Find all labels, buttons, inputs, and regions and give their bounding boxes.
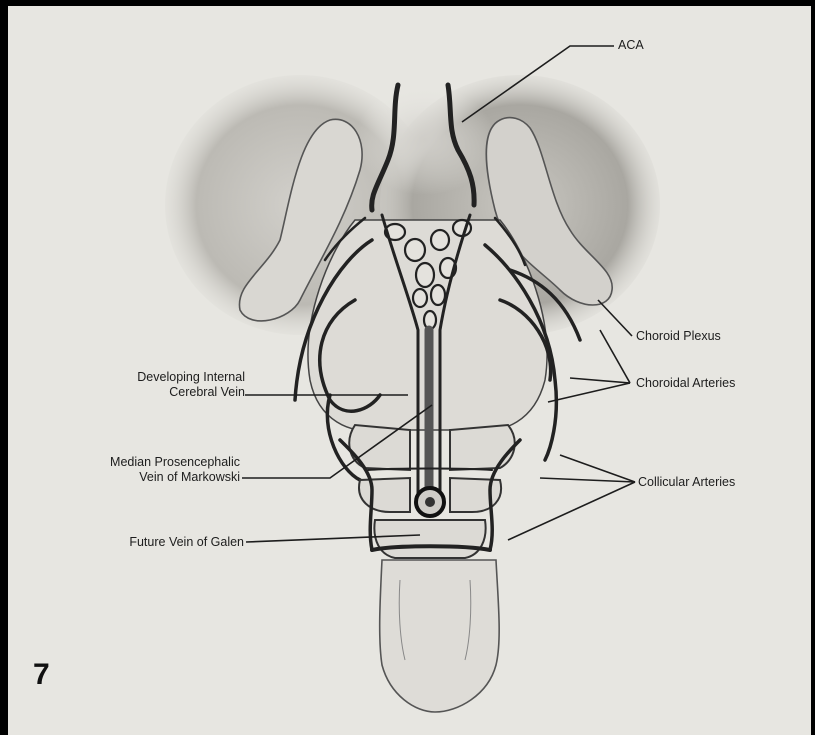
- label-median-prosencephalic-vein: Median Prosencephalic Vein of Markowski: [30, 455, 240, 485]
- leader-choroid-plexus: [598, 300, 632, 336]
- figure-number: 7: [33, 658, 50, 692]
- label-line: Cerebral Vein: [70, 385, 245, 400]
- label-line: Vein of Markowski: [30, 470, 240, 485]
- label-collicular-arteries: Collicular Arteries: [638, 475, 735, 490]
- label-choroidal-arteries: Choroidal Arteries: [636, 376, 735, 391]
- leader-collicular-2: [540, 478, 635, 482]
- label-developing-internal-cerebral-vein: Developing Internal Cerebral Vein: [70, 370, 245, 400]
- leader-choroidal-2: [548, 383, 630, 402]
- leader-collicular-1: [560, 455, 635, 482]
- leader-collicular-3: [508, 482, 635, 540]
- label-line: Developing Internal: [70, 370, 245, 385]
- vein-of-galen: [416, 488, 444, 516]
- brainstem: [380, 560, 499, 712]
- label-aca: ACA: [618, 38, 644, 53]
- leader-choroidal-3: [600, 330, 630, 383]
- label-future-vein-of-galen: Future Vein of Galen: [40, 535, 244, 550]
- frontal-shading: [355, 85, 495, 195]
- label-choroid-plexus: Choroid Plexus: [636, 329, 721, 344]
- leader-choroidal-1: [570, 378, 630, 383]
- label-line: Median Prosencephalic: [30, 455, 240, 470]
